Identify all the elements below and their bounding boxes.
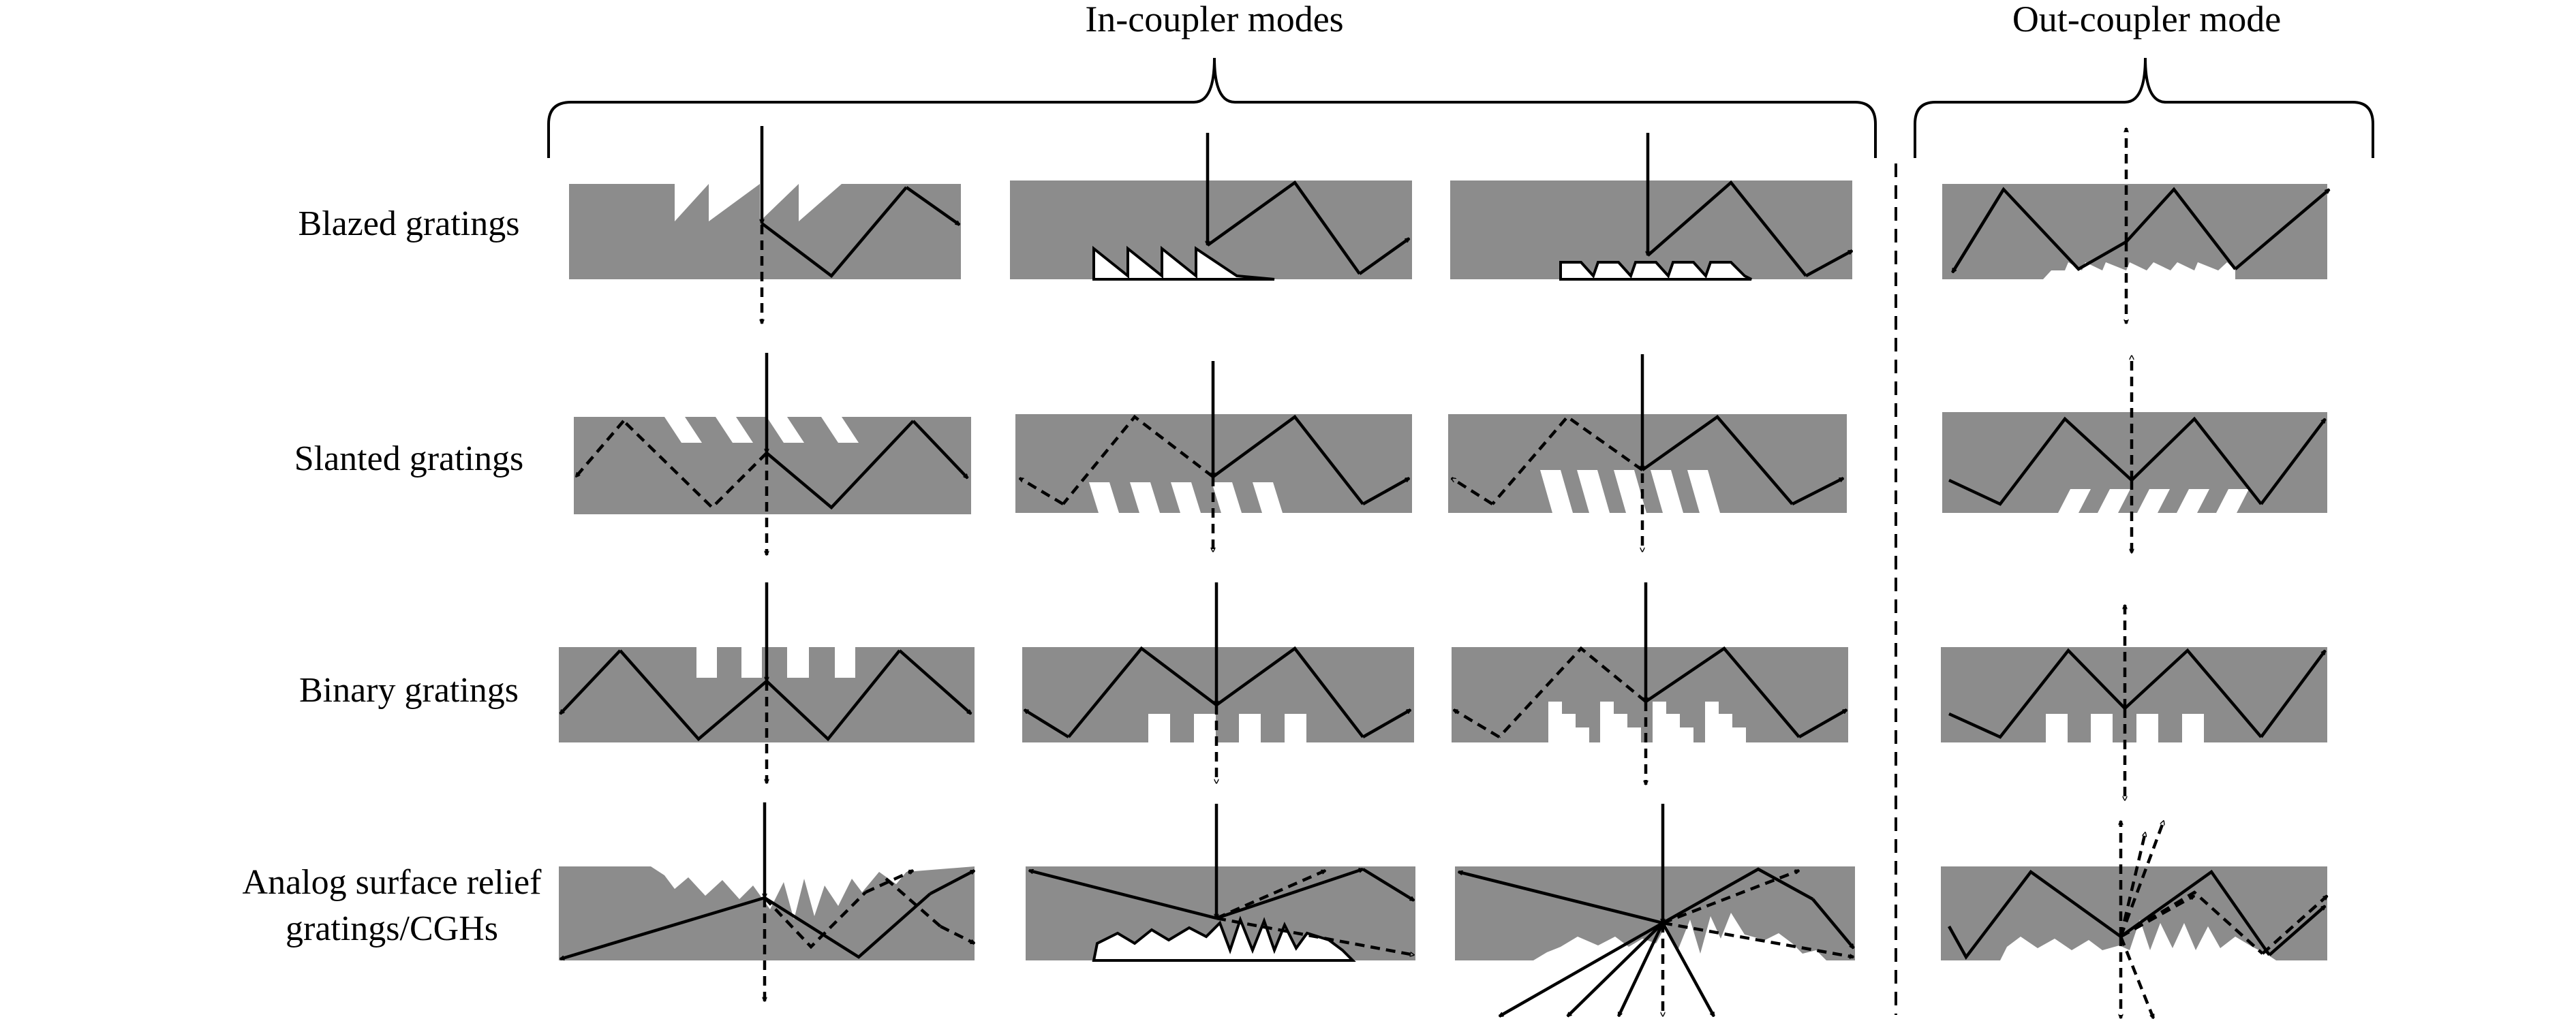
panel-slanted-incoupler-multilevel [1448,354,1847,552]
row-label-blazed: Blazed gratings [298,204,520,243]
out-coupler-brace [1914,57,2374,158]
row-label-binary: Binary gratings [299,671,519,710]
panel-binary-outcoupler [1941,605,2327,800]
row-label-analog-line1: Analog surface relief [243,863,542,902]
in-coupler-title: In-coupler modes [1085,0,1343,40]
row-label-analog-line2: gratings/CGHs [286,909,498,948]
panel-slanted-incoupler-transmission [574,353,971,555]
out-coupler-title: Out-coupler mode [2012,0,2281,40]
panel-blazed-incoupler-transmission [569,126,961,324]
panel-binary-incoupler-transmission [559,582,975,783]
panel-analog-outcoupler [1941,821,2327,1018]
panel-slanted-incoupler-bottom [1015,361,1412,552]
panel-blazed-incoupler-reflection-bottom [1010,133,1412,281]
panel-blazed-outcoupler [1942,128,2329,324]
panel-binary-incoupler-bottom [1022,582,1414,783]
in-coupler-brace [547,57,1877,158]
panel-slanted-outcoupler [1942,356,2327,553]
panel-analog-incoupler-transmission [559,802,975,1001]
header-in-coupler: In-coupler modes [547,0,1877,158]
header-out-coupler: Out-coupler mode [1914,0,2374,158]
panel-analog-incoupler-multilevel [1455,804,1855,1016]
panel-binary-incoupler-multilevel [1452,582,1848,785]
panel-blazed-incoupler-multilevel [1450,133,1852,281]
row-label-slanted: Slanted gratings [294,439,524,478]
panel-analog-incoupler-bottom [1026,804,1415,962]
